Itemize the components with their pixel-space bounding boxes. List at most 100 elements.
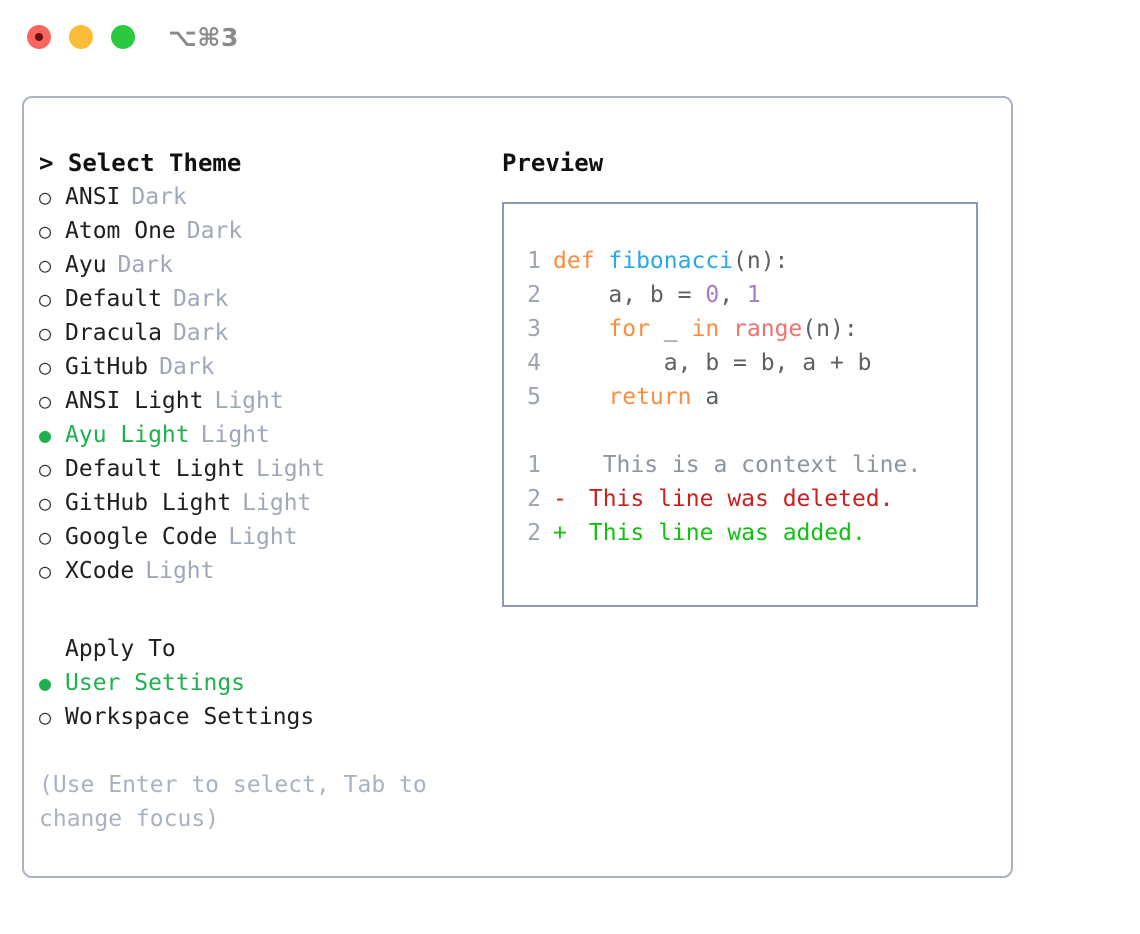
code-token: _ xyxy=(649,316,692,342)
radio-unselected-icon: ○ xyxy=(39,525,52,549)
code-token: a, b = b, a + b xyxy=(553,350,872,376)
code-token: 0 xyxy=(705,282,720,308)
code-token: range xyxy=(733,316,803,342)
theme-variant-tag: Light xyxy=(256,456,326,482)
theme-list-item[interactable]: ○ ANSI Dark xyxy=(39,180,489,214)
theme-variant-tag: Light xyxy=(214,388,284,414)
diff-text: This line was deleted. xyxy=(575,486,894,512)
line-number: 1 xyxy=(527,248,541,274)
code-token: 1 xyxy=(746,282,761,308)
theme-variant-tag: Dark xyxy=(186,218,243,244)
radio-unselected-icon: ○ xyxy=(39,185,52,209)
theme-list-item[interactable]: ○ Ayu Dark xyxy=(39,248,489,282)
zoom-button[interactable] xyxy=(111,25,135,49)
code-line: 2 a, b = 0, 1 xyxy=(515,278,921,312)
diff-text: This is a context line. xyxy=(575,452,922,478)
code-line: 5 return a xyxy=(515,380,921,414)
theme-name: Ayu xyxy=(65,252,107,278)
code-line: 4 a, b = b, a + b xyxy=(515,346,921,380)
apply-to-label: Workspace Settings xyxy=(65,704,315,730)
code-token xyxy=(719,312,733,346)
window-controls xyxy=(27,25,135,49)
code-token: (n): xyxy=(802,316,858,342)
code-token: return xyxy=(608,384,692,410)
line-number: 2 xyxy=(527,282,541,308)
theme-list-item[interactable]: ○ Atom One Dark xyxy=(39,214,489,248)
close-button[interactable] xyxy=(27,25,51,49)
diff-marker xyxy=(553,448,575,482)
theme-variant-tag: Dark xyxy=(131,184,187,210)
theme-variant-tag: Light xyxy=(145,558,215,584)
diff-line: 2- This line was deleted. xyxy=(515,482,921,516)
theme-variant-tag: Light xyxy=(242,490,312,516)
line-number: 2 xyxy=(527,520,541,546)
theme-name: ANSI xyxy=(65,184,121,210)
theme-list-item[interactable]: ● Ayu Light Light xyxy=(39,418,489,452)
diff-line: 1 This is a context line. xyxy=(515,448,921,482)
theme-variant-tag: Dark xyxy=(172,286,229,312)
diff-marker: - xyxy=(553,486,567,512)
code-token xyxy=(553,380,608,414)
code-line: 3 for _ in range(n): xyxy=(515,312,921,346)
theme-variant-tag: Dark xyxy=(172,320,229,346)
apply-to-list[interactable]: ●User Settings ○ Workspace Settings xyxy=(39,666,489,734)
title-bar: ⌥⌘3 xyxy=(0,0,1140,78)
apply-to-label: User Settings xyxy=(65,670,246,696)
theme-name: ANSI Light xyxy=(65,388,204,414)
diff-text: This line was added. xyxy=(575,520,866,546)
select-theme-heading: > Select Theme xyxy=(39,149,242,177)
code-token: a, b = xyxy=(553,282,706,308)
theme-variant-tag: Dark xyxy=(159,354,215,380)
apply-to-item[interactable]: ○ Workspace Settings xyxy=(39,700,489,734)
code-token: for xyxy=(608,316,650,342)
radio-selected-icon: ● xyxy=(39,423,52,447)
theme-variant-tag: Dark xyxy=(117,252,173,278)
theme-name: Atom One xyxy=(65,218,176,244)
apply-to-item[interactable]: ●User Settings xyxy=(39,666,489,700)
code-token: in xyxy=(691,316,720,342)
code-token: (n): xyxy=(733,248,789,274)
theme-name: Dracula xyxy=(65,320,162,346)
theme-list-item[interactable]: ○ Google Code Light xyxy=(39,520,489,554)
diff-line: 2 + This line was added. xyxy=(515,516,921,550)
code-token: fibonacci xyxy=(608,248,734,274)
line-number: 2 xyxy=(527,486,541,512)
radio-unselected-icon: ○ xyxy=(39,253,52,277)
diff-marker: + xyxy=(553,520,567,546)
line-number: 5 xyxy=(527,384,541,410)
theme-list-item[interactable]: ○ Dracula Dark xyxy=(39,316,489,350)
theme-list-item[interactable]: ○ GitHub Dark xyxy=(39,350,489,384)
theme-name: GitHub Light xyxy=(65,490,232,516)
code-blank-line xyxy=(515,414,921,448)
theme-name: Ayu Light xyxy=(65,422,190,448)
theme-name: Default Light xyxy=(65,456,246,482)
radio-unselected-icon: ○ xyxy=(39,705,52,729)
line-number: 1 xyxy=(527,452,541,478)
code-token: , xyxy=(719,282,747,308)
minimize-button[interactable] xyxy=(69,25,93,49)
theme-name: GitHub xyxy=(65,354,149,380)
theme-variant-tag: Light xyxy=(200,422,270,448)
radio-unselected-icon: ○ xyxy=(39,321,52,345)
radio-unselected-icon: ○ xyxy=(39,355,52,379)
theme-name: Default xyxy=(65,286,162,312)
keyboard-shortcut-label: ⌥⌘3 xyxy=(168,23,239,52)
line-number: 3 xyxy=(527,316,541,342)
radio-unselected-icon: ○ xyxy=(39,219,52,243)
theme-variant-tag: Light xyxy=(228,524,298,550)
radio-unselected-icon: ○ xyxy=(39,491,52,515)
theme-list-item[interactable]: ○ GitHub Light Light xyxy=(39,486,489,520)
keyboard-hint-text: (Use Enter to select, Tab to change focu… xyxy=(39,772,441,832)
theme-name: Google Code xyxy=(65,524,218,550)
